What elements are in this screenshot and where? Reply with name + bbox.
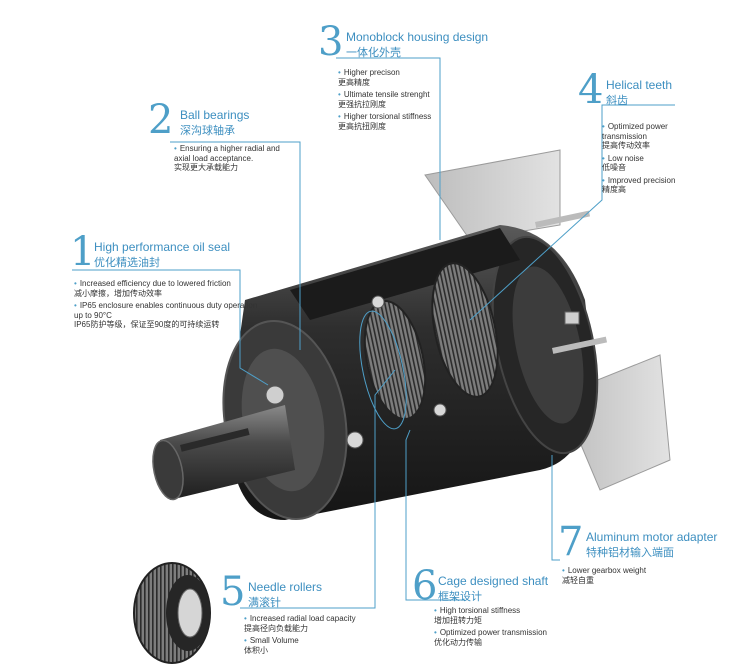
callout-subtitle: 斜齿 bbox=[606, 95, 628, 107]
callout-subtitle: 框架设计 bbox=[438, 591, 482, 603]
point-text-zh: IP65防护等级，保证至90度的可持续运转 bbox=[74, 320, 220, 329]
callout-number: 5 bbox=[220, 569, 246, 615]
needle-roller-gear bbox=[133, 562, 211, 664]
callout-motor-adapter: 7 Aluminum motor adapter 特种铝材输入端面 Lower … bbox=[558, 522, 728, 592]
point-text: Optimized power transmission bbox=[602, 122, 684, 141]
callout-title: High performance oil seal bbox=[94, 240, 231, 254]
point-text-zh: 提高径向负载能力 bbox=[244, 623, 308, 633]
point-text-zh: 更高抗扭刚度 bbox=[338, 121, 386, 131]
point-text: Higher precison bbox=[338, 68, 448, 78]
point-text: Ultimate tensile strenght bbox=[338, 90, 448, 100]
callout-number: 3 bbox=[318, 19, 344, 65]
callout-subtitle: 满滚针 bbox=[248, 597, 281, 609]
point-text: Improved precision bbox=[602, 176, 684, 186]
point-text-zh: 精度高 bbox=[602, 185, 626, 194]
point-text: Low noise bbox=[602, 154, 684, 164]
callout-points: Increased efficiency due to lowered fric… bbox=[74, 279, 259, 333]
point-text: Higher torsional stiffness bbox=[338, 112, 448, 122]
callout-subtitle: 特种铝材输入端面 bbox=[586, 547, 674, 559]
point-text-zh: 更强抗拉刚度 bbox=[338, 99, 386, 109]
point-text-zh: 减小摩擦，增加传动效率 bbox=[74, 288, 162, 298]
point-text-zh: 更高精度 bbox=[338, 77, 370, 87]
point-text: IP65 enclosure enables continuous duty o… bbox=[74, 301, 259, 320]
callout-title: Monoblock housing design bbox=[346, 30, 489, 44]
callout-title: Needle rollers bbox=[248, 580, 323, 594]
point-text: High torsional stiffness bbox=[434, 606, 562, 616]
leader-lines bbox=[72, 57, 675, 609]
point-text: Small Volume bbox=[244, 636, 370, 646]
callout-points: Ensuring a higher radial and axial load … bbox=[174, 144, 294, 176]
point-text-zh: 增加扭转力矩 bbox=[434, 615, 482, 625]
point-text: Increased efficiency due to lowered fric… bbox=[74, 279, 259, 289]
callout-subtitle: 优化精选油封 bbox=[94, 257, 160, 269]
callout-oil-seal: 1 High performance oil seal 优化精选油封 Incre… bbox=[70, 232, 260, 342]
callout-helical-teeth: 4 Helical teeth 斜齿 Optimized power trans… bbox=[578, 70, 688, 200]
point-text-zh: 实现更大承载能力 bbox=[174, 163, 238, 172]
point-text-zh: 减轻自重 bbox=[562, 575, 594, 585]
point-text: Lower gearbox weight bbox=[562, 566, 722, 576]
callout-cage-shaft: 6 Cage designed shaft 框架设计 High torsiona… bbox=[412, 566, 562, 661]
callout-ball-bearings: 2 Ball bearings 深沟球轴承 Ensuring a higher … bbox=[148, 100, 298, 175]
callout-monoblock-housing: 3 Monoblock housing design 一体化外壳 Higher … bbox=[318, 22, 488, 142]
callout-title: Aluminum motor adapter bbox=[586, 530, 718, 544]
callout-title: Helical teeth bbox=[606, 78, 673, 92]
callout-number: 1 bbox=[70, 229, 96, 275]
callout-title: Cage designed shaft bbox=[438, 574, 549, 588]
point-text-zh: 优化动力传输 bbox=[434, 637, 482, 647]
output-shaft bbox=[152, 405, 295, 501]
adapter-plate-top bbox=[424, 149, 561, 241]
callout-subtitle: 深沟球轴承 bbox=[180, 125, 235, 137]
point-text-zh: 提高传动效率 bbox=[602, 141, 650, 150]
callout-number: 7 bbox=[558, 519, 584, 565]
callout-number: 6 bbox=[412, 563, 438, 609]
callout-needle-rollers: 5 Needle rollers 满滚针 Increased radial lo… bbox=[220, 572, 370, 662]
point-text: Increased radial load capacity bbox=[244, 614, 370, 624]
callout-number: 4 bbox=[578, 67, 604, 113]
point-text-zh: 低噪音 bbox=[602, 163, 626, 172]
point-text: Ensuring a higher radial and axial load … bbox=[174, 144, 294, 163]
point-text-zh: 体积小 bbox=[244, 645, 268, 655]
callout-number: 2 bbox=[148, 97, 174, 143]
callout-title: Ball bearings bbox=[180, 108, 250, 122]
point-text: Optimized power transmission bbox=[434, 628, 562, 638]
callout-subtitle: 一体化外壳 bbox=[346, 47, 401, 59]
